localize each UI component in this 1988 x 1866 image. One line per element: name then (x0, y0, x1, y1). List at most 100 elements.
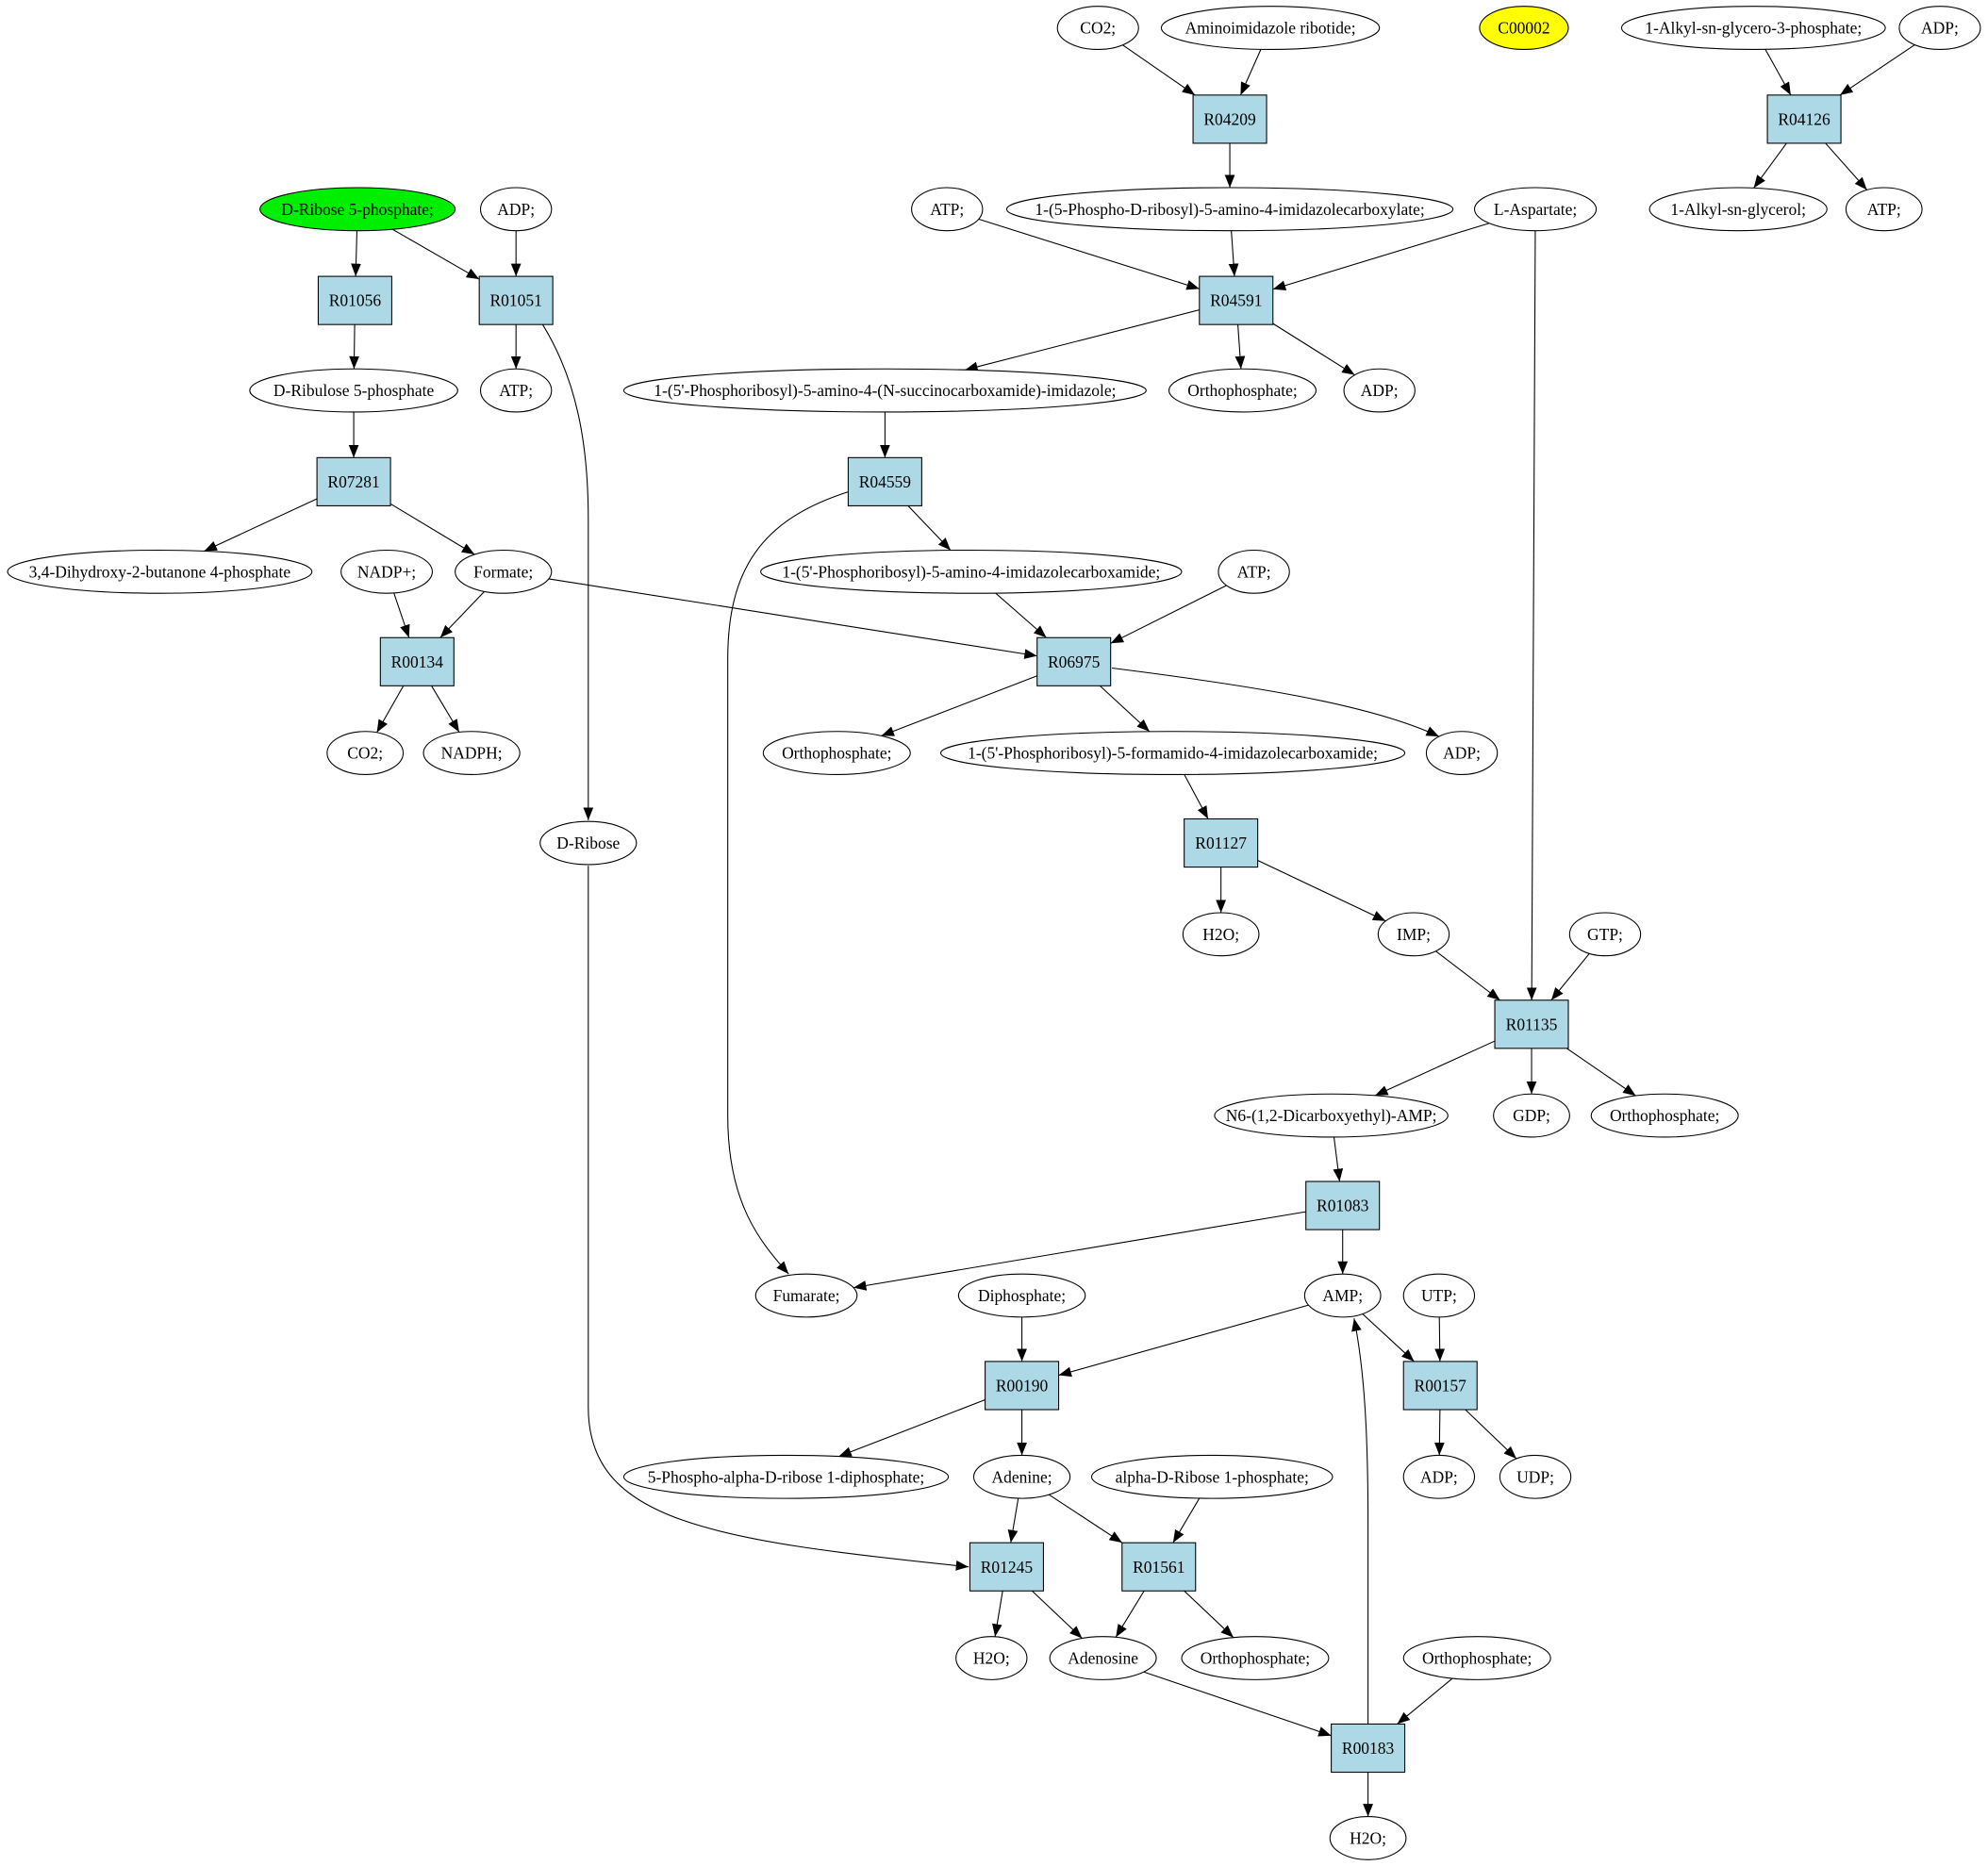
compound-node-utp[interactable]: UTP; (1402, 1273, 1476, 1318)
compound-node-gtp[interactable]: GTP; (1568, 912, 1642, 957)
edge-air-to-R04209 (1239, 49, 1262, 96)
compound-node-c00002[interactable]: C00002 (1479, 6, 1569, 50)
reaction-node-R06975[interactable]: R06975 (1036, 636, 1112, 686)
compound-node-pic[interactable]: Orthophosphate; (1590, 1093, 1739, 1138)
compound-node-dhbp[interactable]: 3,4-Dihydroxy-2-butanone 4-phosphate (7, 549, 313, 594)
compound-node-atpd[interactable]: ATP; (1218, 549, 1290, 594)
compound-node-lasp[interactable]: L-Aspartate; (1473, 187, 1598, 232)
compound-node-gdp[interactable]: GDP; (1493, 1093, 1570, 1138)
compound-node-fumarate[interactable]: Fumarate; (754, 1273, 858, 1318)
node-label: CO2; (347, 744, 383, 763)
compound-node-pid[interactable]: Orthophosphate; (1181, 1636, 1330, 1680)
edge-formate-to-R06975 (548, 578, 1037, 659)
compound-node-adpc[interactable]: ADP; (1343, 368, 1416, 413)
node-label: R07281 (327, 472, 379, 491)
reaction-node-R00157[interactable]: R00157 (1402, 1361, 1478, 1411)
edge-R00134-to-nadph (431, 685, 460, 733)
compound-node-adpe[interactable]: ADP; (1402, 1454, 1476, 1499)
compound-ellipse (1473, 187, 1598, 232)
compound-node-imp[interactable]: IMP; (1377, 912, 1450, 957)
reaction-box (1192, 94, 1267, 144)
reaction-node-R04209[interactable]: R04209 (1192, 94, 1267, 144)
compound-node-aicar[interactable]: 1-(5'-Phosphoribosyl)-5-amino-4-imidazol… (760, 549, 1183, 594)
node-label: Orthophosphate; (1201, 1649, 1310, 1668)
reaction-node-R01561[interactable]: R01561 (1121, 1542, 1197, 1592)
compound-node-nadph[interactable]: NADPH; (422, 731, 521, 775)
reaction-node-R07281[interactable]: R07281 (316, 456, 391, 506)
edge-R01051-to-drib (541, 323, 594, 820)
reaction-node-R01083[interactable]: R01083 (1305, 1181, 1381, 1230)
compound-node-adpd[interactable]: ADP; (1425, 731, 1499, 775)
node-label: Adenine; (992, 1467, 1052, 1486)
reaction-node-R01056[interactable]: R01056 (317, 275, 392, 325)
compound-ellipse (754, 1273, 858, 1318)
reaction-node-R04126[interactable]: R04126 (1766, 94, 1842, 144)
node-label: 1-(5'-Phosphoribosyl)-5-formamido-4-imid… (968, 744, 1378, 763)
compound-node-atpa[interactable]: ATP; (911, 187, 984, 232)
node-label: NADPH; (441, 744, 503, 763)
edge-R07281-to-dhbp (204, 498, 318, 552)
compound-node-dru5p[interactable]: D-Ribulose 5-phosphate (249, 368, 458, 413)
compound-node-alk3p[interactable]: 1-Alkyl-sn-glycero-3-phosphate; (1620, 6, 1886, 50)
compound-node-amp[interactable]: AMP; (1303, 1273, 1382, 1318)
edge-R00157-to-adpe (1434, 1409, 1445, 1456)
node-label: R01083 (1317, 1197, 1369, 1215)
reaction-node-R01051[interactable]: R01051 (478, 275, 554, 325)
compound-node-saicar[interactable]: 1-(5'-Phosphoribosyl)-5-amino-4-(N-succi… (622, 368, 1147, 413)
reaction-node-R00183[interactable]: R00183 (1331, 1723, 1406, 1774)
edge-R01083-to-fumarate (853, 1211, 1306, 1291)
compound-node-drib[interactable]: D-Ribose (539, 820, 638, 866)
compound-node-adenine[interactable]: Adenine; (972, 1454, 1071, 1499)
compound-node-nadp[interactable]: NADP+; (340, 549, 433, 594)
compound-node-co2b[interactable]: CO2; (326, 731, 405, 775)
reaction-node-R01245[interactable]: R01245 (969, 1542, 1044, 1592)
compound-node-adpa[interactable]: ADP; (1898, 6, 1981, 50)
compound-ellipse (1049, 1636, 1157, 1680)
compound-node-co2a[interactable]: CO2; (1056, 6, 1139, 50)
reaction-node-R00190[interactable]: R00190 (985, 1361, 1060, 1411)
compound-node-alkg[interactable]: 1-Alkyl-sn-glycerol; (1648, 187, 1828, 232)
node-label: 1-Alkyl-sn-glycerol; (1670, 200, 1806, 219)
node-label: alpha-D-Ribose 1-phosphate; (1116, 1467, 1309, 1486)
compound-node-atpc[interactable]: ATP; (479, 368, 553, 413)
compound-ellipse (939, 731, 1406, 775)
compound-node-cair[interactable]: 1-(5-Phospho-D-ribosyl)-5-amino-4-imidaz… (1005, 187, 1454, 232)
compound-node-adenosine[interactable]: Adenosine (1049, 1636, 1157, 1680)
node-label: UDP; (1516, 1467, 1554, 1486)
edge-gtp-to-R01135 (1550, 952, 1590, 1001)
compound-ellipse (1343, 368, 1416, 413)
node-label: 3,4-Dihydroxy-2-butanone 4-phosphate (29, 562, 291, 581)
compound-node-h2oa[interactable]: H2O; (1182, 912, 1260, 957)
compound-node-pia[interactable]: Orthophosphate; (1168, 368, 1317, 413)
compound-node-pie[interactable]: Orthophosphate; (1402, 1636, 1551, 1680)
edge-R00190-to-prpp (838, 1399, 986, 1458)
reaction-box (1184, 817, 1259, 868)
reaction-box (379, 636, 455, 686)
compound-node-adr1p[interactable]: alpha-D-Ribose 1-phosphate; (1090, 1454, 1334, 1499)
reaction-node-R04591[interactable]: R04591 (1199, 275, 1274, 325)
compound-node-air[interactable]: Aminoimidazole ribotide; (1160, 6, 1381, 50)
compound-node-faicar[interactable]: 1-(5'-Phosphoribosyl)-5-formamido-4-imid… (939, 731, 1406, 775)
reaction-node-R01127[interactable]: R01127 (1184, 817, 1259, 868)
compound-node-udp[interactable]: UDP; (1499, 1454, 1572, 1499)
compound-node-formate[interactable]: Formate; (455, 549, 553, 594)
compound-node-diphos[interactable]: Diphosphate; (957, 1273, 1086, 1318)
edge-R07281-to-formate (389, 503, 475, 555)
edge-amp-to-R00157 (1362, 1313, 1415, 1362)
edge-R04559-to-fumarate (727, 491, 849, 1275)
reaction-node-R01135[interactable]: R01135 (1494, 999, 1569, 1049)
compound-ellipse (479, 368, 553, 413)
compound-node-prpp[interactable]: 5-Phospho-alpha-D-ribose 1-diphosphate; (622, 1454, 950, 1499)
compound-node-atpb[interactable]: ATP; (1845, 187, 1923, 232)
edge-R01561-to-pid (1184, 1590, 1234, 1639)
compound-node-dr5p[interactable]: D-Ribose 5-phosphate; (259, 187, 456, 232)
compound-node-h2oc[interactable]: H2O; (1329, 1816, 1407, 1860)
compound-node-adpb[interactable]: ADP; (479, 187, 553, 232)
reaction-node-R04559[interactable]: R04559 (847, 456, 922, 506)
reaction-node-R00134[interactable]: R00134 (379, 636, 455, 686)
compound-node-pib[interactable]: Orthophosphate; (762, 731, 911, 775)
node-label: Orthophosphate; (1610, 1106, 1719, 1125)
compound-node-h2ob[interactable]: H2O; (955, 1636, 1028, 1680)
compound-node-samp[interactable]: N6-(1,2-Dicarboxyethyl)-AMP; (1214, 1093, 1449, 1138)
node-label: 5-Phospho-alpha-D-ribose 1-diphosphate; (648, 1467, 925, 1486)
